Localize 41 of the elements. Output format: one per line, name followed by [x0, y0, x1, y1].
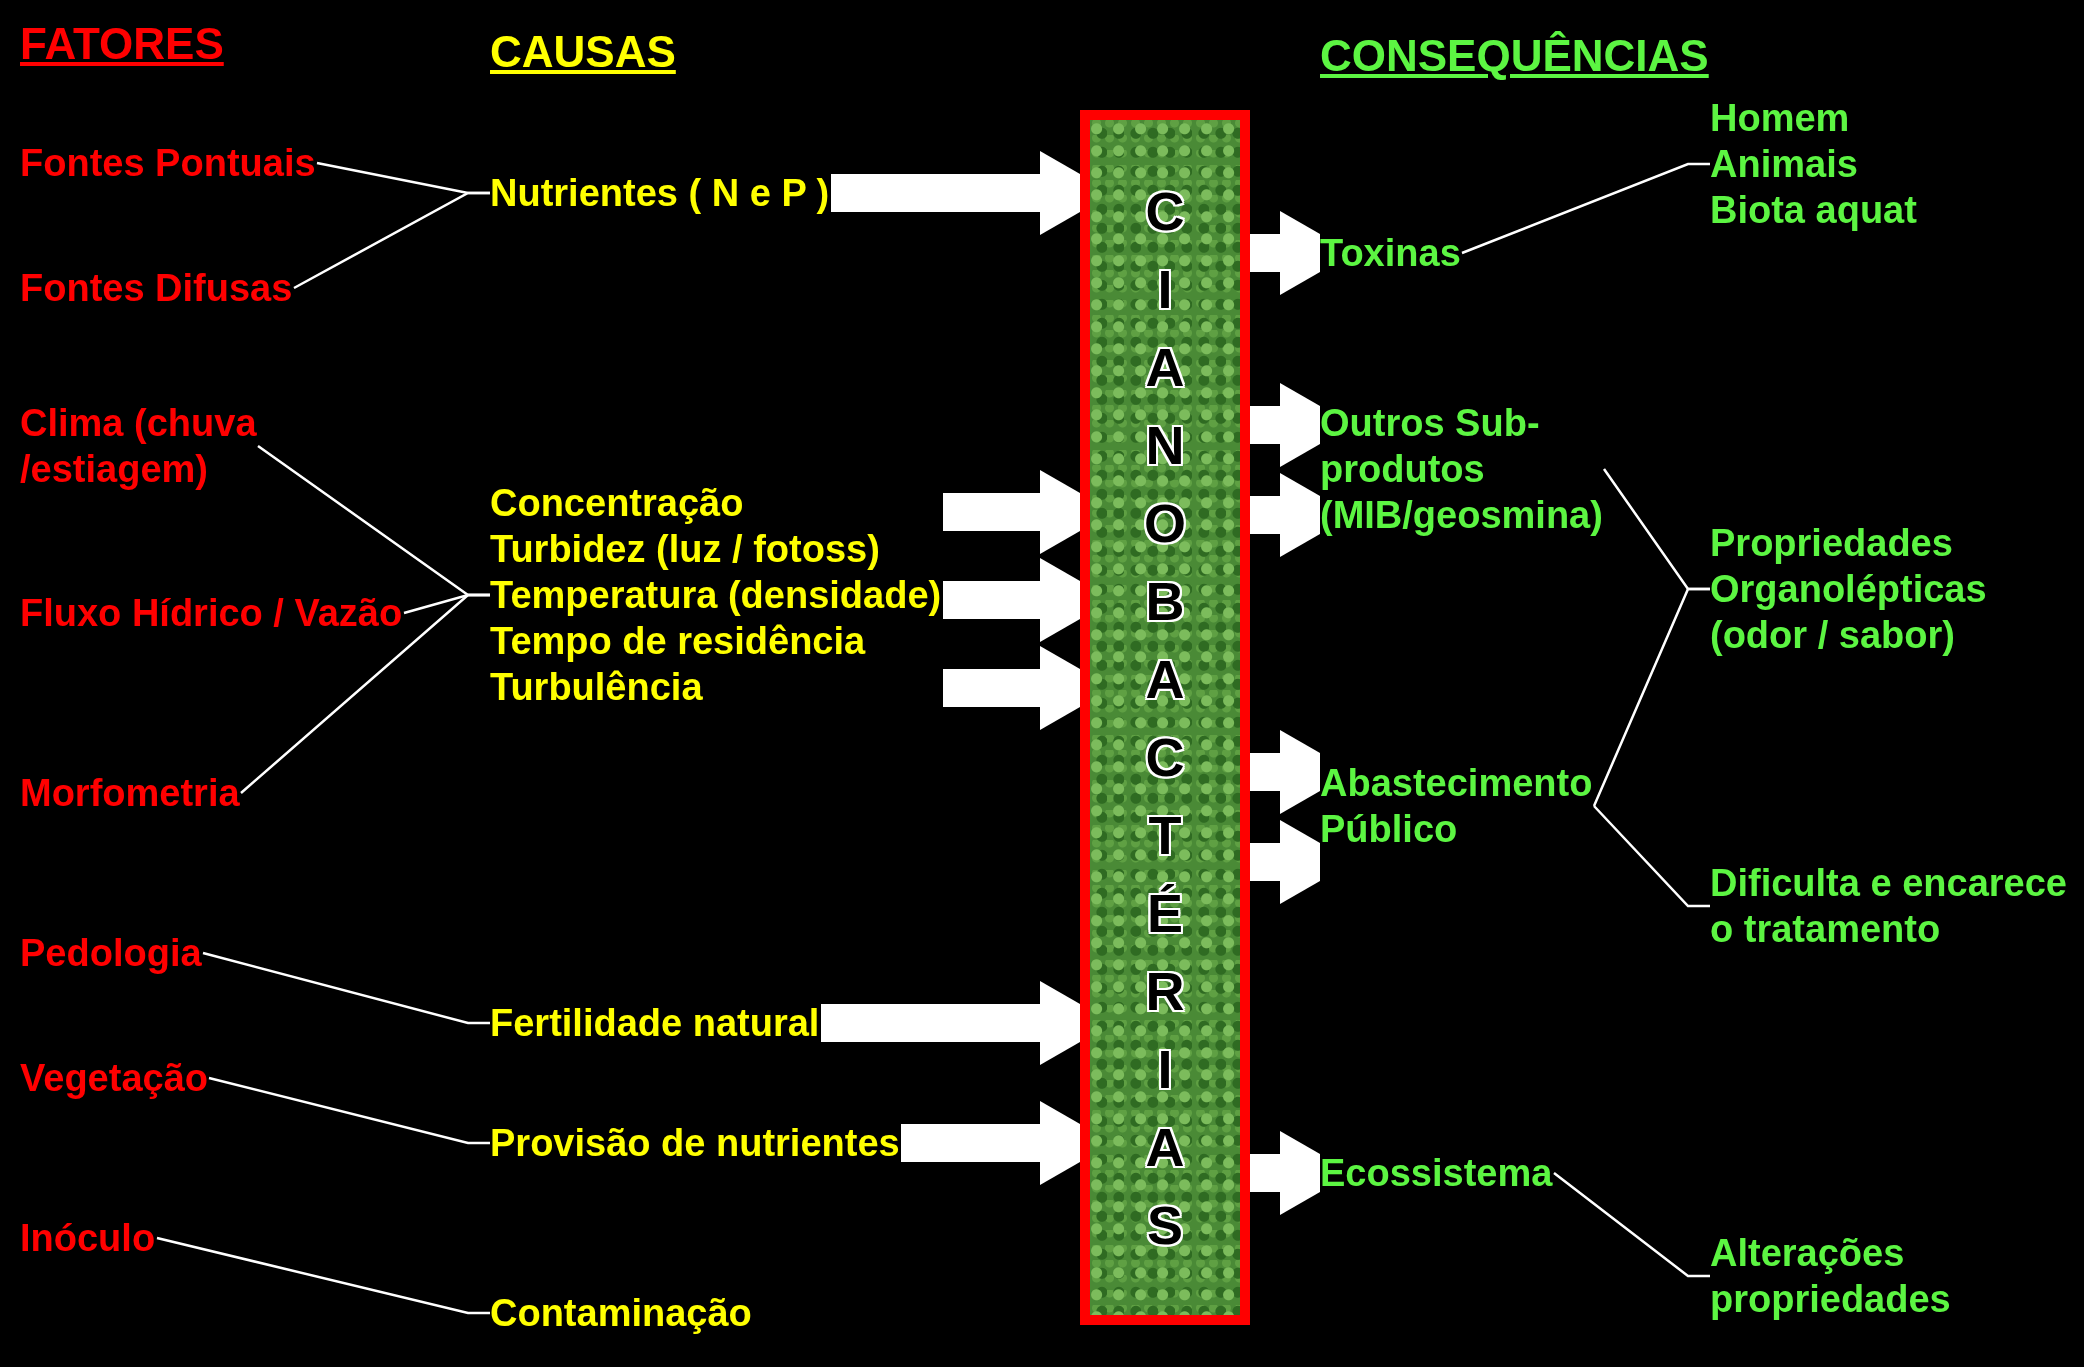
column-heading: CAUSAS — [490, 26, 676, 78]
consequence-label: Ecossistema — [1320, 1150, 1554, 1196]
effect-label: Alterações propriedades — [1710, 1230, 1952, 1322]
bracket-line — [1461, 162, 1710, 255]
factor-label: Morfometria — [20, 770, 241, 816]
cause-label: Nutrientes ( N e P ) — [490, 170, 831, 216]
cause-label: Turbidez (luz / fotoss) — [490, 527, 881, 572]
bracket-line — [202, 951, 490, 1025]
cause-label: Fertilidade natural — [490, 1000, 821, 1046]
cause-label: Concentração — [490, 481, 745, 526]
column-heading: CONSEQUÊNCIAS — [1320, 30, 1709, 82]
factor-label: Inóculo — [20, 1215, 157, 1261]
consequence-label: Outros Sub-produtos (MIB/geosmina) — [1320, 400, 1604, 538]
effect-label: Homem — [1710, 96, 1851, 141]
consequence-label: Toxinas — [1320, 230, 1462, 276]
factor-label: Fontes Difusas — [20, 265, 294, 311]
effect-label: Propriedades Organolépticas (odor / sabor) — [1710, 520, 1988, 658]
bracket-line — [240, 593, 490, 794]
bracket-line — [156, 1236, 490, 1315]
cause-label: Contaminação — [490, 1290, 753, 1336]
column-heading: FATORES — [20, 18, 224, 70]
bracket-line — [1592, 587, 1710, 807]
bracket-line — [1553, 1172, 1710, 1278]
effect-label: Dificulta e encarece o tratamento — [1710, 860, 2068, 952]
cause-label: Provisão de nutrientes — [490, 1120, 901, 1166]
bracket-line — [293, 191, 490, 290]
cyanobacteria-bar — [1080, 110, 1250, 1325]
cause-label: Tempo de residência — [490, 619, 867, 664]
factor-label: Fontes Pontuais — [20, 140, 317, 186]
bracket-line — [208, 1076, 490, 1145]
effect-label: Biota aquat — [1710, 188, 1918, 233]
bracket-line — [1593, 805, 1710, 908]
cause-label: Temperatura (densidade) — [490, 573, 943, 618]
consequence-label: Abastecimento Público — [1320, 760, 1594, 852]
factor-label: Pedologia — [20, 930, 203, 976]
vertical-title: CIANOBACTÉRIAS — [1143, 179, 1187, 1257]
cause-label: Turbulência — [490, 665, 704, 710]
effect-label: Animais — [1710, 142, 1859, 187]
factor-label: Vegetação — [20, 1055, 209, 1101]
factor-label: Fluxo Hídrico / Vazão — [20, 590, 404, 636]
factor-label: Clima (chuva /estiagem) — [20, 400, 258, 492]
